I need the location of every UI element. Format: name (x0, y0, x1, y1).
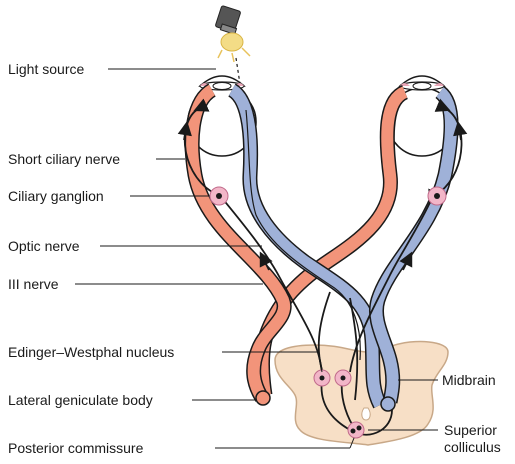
edinger-westphal-nucleus-left (314, 370, 330, 386)
light-source-icon (215, 5, 250, 62)
right-ciliary-ganglion (428, 187, 446, 205)
label-iii-nerve: III nerve (8, 276, 59, 292)
label-superior-colliculus-line2: colliculus (444, 439, 501, 455)
label-ciliary-ganglion: Ciliary ganglion (8, 188, 104, 204)
label-superior-colliculus-line1: Superior (444, 422, 497, 438)
label-midbrain: Midbrain (442, 372, 496, 388)
label-lateral-geniculate-body: Lateral geniculate body (8, 392, 153, 408)
label-light-source: Light source (8, 61, 84, 77)
label-posterior-commissure: Posterior commissure (8, 440, 143, 456)
label-edinger-westphal-nucleus: Edinger–Westphal nucleus (8, 344, 174, 360)
cerebral-aqueduct (362, 408, 370, 420)
right-lateral-geniculate-end (381, 397, 395, 411)
label-optic-nerve: Optic nerve (8, 238, 80, 254)
left-ciliary-ganglion (210, 187, 228, 205)
superior-colliculus-nuclei (348, 422, 364, 438)
edinger-westphal-nucleus-right (335, 370, 351, 386)
lateral-geniculate-body (256, 391, 270, 405)
label-short-ciliary-nerve: Short ciliary nerve (8, 151, 120, 167)
